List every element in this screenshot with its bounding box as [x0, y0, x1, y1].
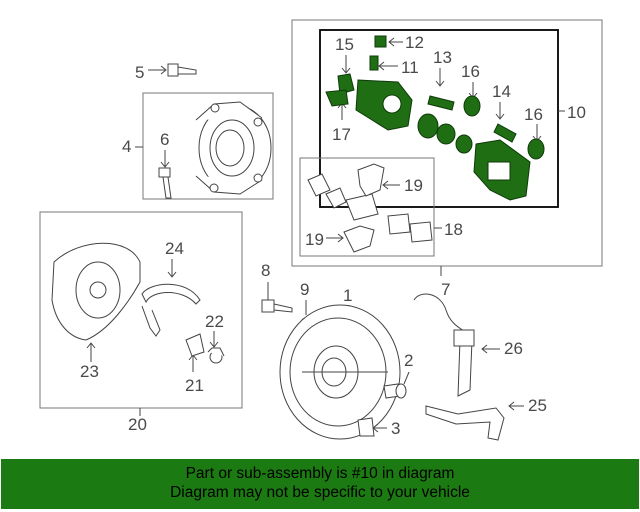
rotor-screw-part-2[interactable] [383, 383, 407, 399]
callout-22[interactable]: 22 [205, 312, 224, 331]
callout-5[interactable]: 5 [135, 63, 144, 82]
clip-part-21[interactable] [185, 333, 205, 357]
callout-23[interactable]: 23 [80, 362, 99, 381]
callout-6[interactable]: 6 [160, 130, 169, 149]
banner-line-1: Part or sub-assembly is #10 in diagram [185, 465, 455, 482]
hub-bolt-part-6[interactable] [158, 167, 172, 199]
callout-21[interactable]: 21 [185, 376, 204, 395]
callout-25[interactable]: 25 [528, 396, 547, 415]
leader-lines [86, 37, 565, 433]
callout-9[interactable]: 9 [300, 280, 309, 299]
callout-17[interactable]: 17 [332, 125, 351, 144]
callout-4[interactable]: 4 [122, 137, 131, 156]
callout-18[interactable]: 18 [444, 220, 463, 239]
callout-16a[interactable]: 16 [461, 62, 480, 81]
pad-clip-part-19[interactable] [343, 163, 385, 253]
sensor-bracket-part-25[interactable] [425, 405, 505, 441]
brake-rotor-part-1[interactable] [279, 304, 401, 440]
callout-7[interactable]: 7 [441, 280, 450, 299]
callout-1[interactable]: 1 [343, 286, 352, 305]
callout-10[interactable]: 10 [567, 103, 586, 122]
callout-15[interactable]: 15 [335, 35, 354, 54]
parts-diagram: 1 2 3 4 5 6 7 8 9 10 11 12 13 14 15 16 1… [39, 19, 603, 441]
brake-pad-set-part-18[interactable] [307, 173, 433, 243]
callout-3[interactable]: 3 [391, 419, 400, 438]
caliper-kit-box-10 [319, 29, 559, 208]
callout-20[interactable]: 20 [128, 415, 147, 434]
callout-13[interactable]: 13 [433, 48, 452, 67]
plug-part-3[interactable] [357, 417, 375, 437]
brake-pad-box-18 [299, 157, 435, 257]
callout-19a[interactable]: 19 [404, 176, 423, 195]
nut-part-22[interactable] [207, 347, 225, 364]
callout-2[interactable]: 2 [404, 351, 413, 370]
callout-11[interactable]: 11 [401, 58, 419, 77]
hub-bolt-part-5[interactable] [167, 63, 197, 77]
caliper-assembly-box [291, 19, 603, 267]
callout-8[interactable]: 8 [261, 261, 270, 280]
info-banner: Part or sub-assembly is #10 in diagram D… [1, 459, 639, 509]
caliper-assembly-part-10[interactable] [325, 35, 545, 201]
callout-12[interactable]: 12 [405, 33, 424, 52]
banner-line-2: Diagram may not be specific to your vehi… [170, 484, 470, 501]
callout-24[interactable]: 24 [165, 239, 184, 258]
callout-16b[interactable]: 16 [524, 105, 543, 124]
backing-plate-box-20 [39, 211, 243, 409]
callout-26[interactable]: 26 [504, 339, 523, 358]
hub-bearing-part-4[interactable] [195, 101, 272, 195]
abs-sensor-part-26[interactable] [413, 293, 475, 397]
parking-shoe-part-24[interactable] [141, 283, 201, 337]
callout-19b[interactable]: 19 [305, 230, 324, 249]
backing-plate-part-23[interactable] [51, 242, 141, 341]
bolt-part-8[interactable] [261, 299, 293, 313]
callout-14[interactable]: 14 [492, 82, 511, 101]
hub-bearing-box-4 [142, 92, 274, 200]
